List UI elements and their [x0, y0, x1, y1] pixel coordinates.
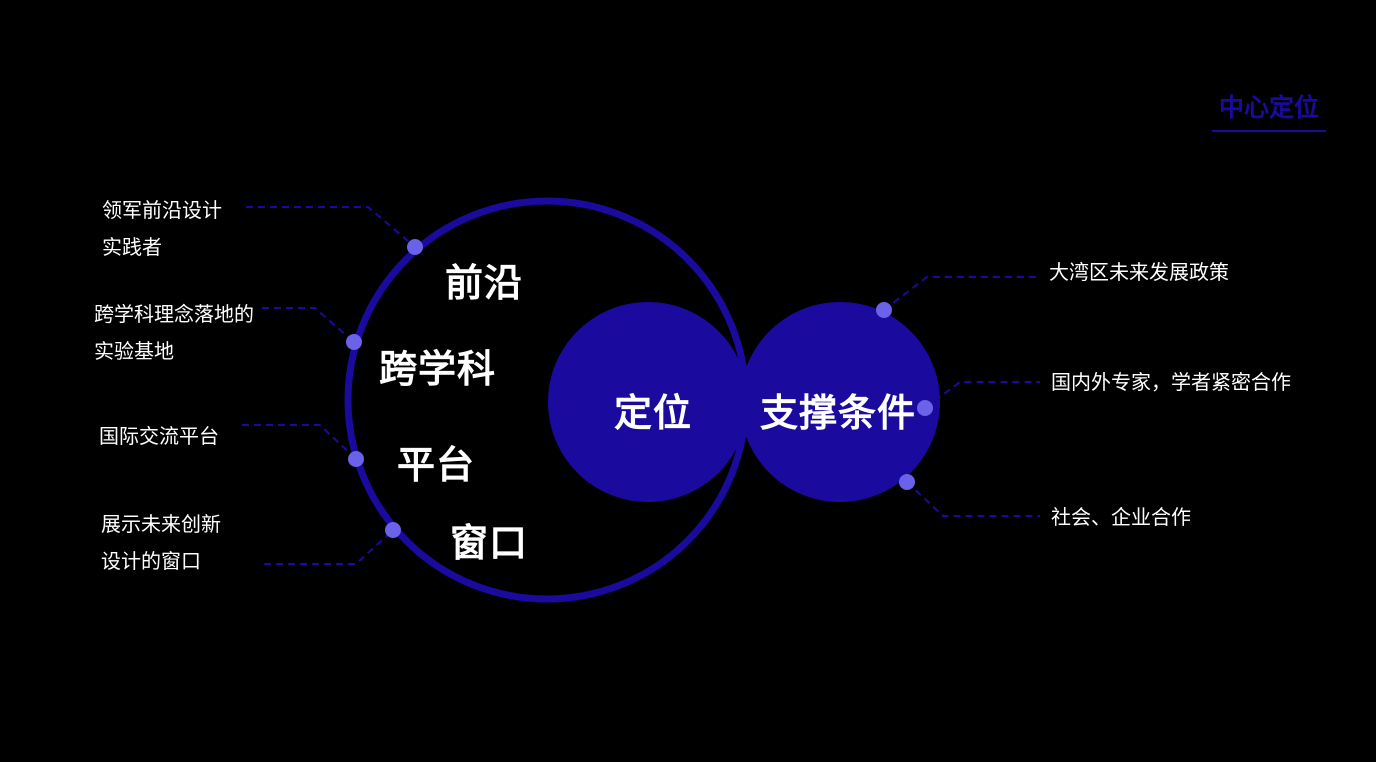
- left-item-line: 展示未来创新: [101, 512, 221, 536]
- left-item-line: 领军前沿设计: [102, 198, 222, 222]
- keyword-interdisciplinary: 跨学科: [379, 347, 497, 391]
- left-item-line: 国际交流平台: [99, 424, 219, 448]
- left-item-line: 跨学科理念落地的: [94, 302, 254, 326]
- connector-window: [264, 529, 394, 565]
- section-title: 中心定位: [1212, 88, 1326, 132]
- left-item-line: 实践者: [102, 235, 162, 259]
- left-item-window: 展示未来创新 设计的窗口: [101, 506, 221, 580]
- positioning-circle: [548, 302, 748, 502]
- positioning-label: 定位: [614, 391, 693, 435]
- dot-experts: [917, 400, 933, 416]
- dot-society: [899, 474, 915, 490]
- left-item-interdisciplinary: 跨学科理念落地的 实验基地: [94, 296, 254, 370]
- left-item-line: 设计的窗口: [101, 549, 201, 573]
- dot-policy: [876, 302, 892, 318]
- right-item-society: 社会、企业合作: [1051, 505, 1191, 529]
- dot-window: [385, 522, 401, 538]
- left-item-platform: 国际交流平台: [99, 418, 219, 455]
- connector-frontier: [246, 206, 416, 248]
- connector-society: [906, 481, 1040, 517]
- right-item-experts: 国内外专家，学者紧密合作: [1051, 370, 1291, 394]
- support-circle: [740, 302, 940, 502]
- left-item-frontier: 领军前沿设计 实践者: [102, 192, 222, 266]
- connector-platform: [242, 424, 357, 460]
- connector-policy: [883, 276, 1040, 311]
- connector-interdisciplinary: [262, 307, 355, 343]
- keyword-platform: 平台: [397, 443, 476, 487]
- dot-interdisciplinary: [346, 334, 362, 350]
- keyword-frontier: 前沿: [445, 261, 524, 305]
- dot-frontier: [407, 239, 423, 255]
- dot-platform: [348, 451, 364, 467]
- support-conditions-label: 支撑条件: [760, 391, 917, 435]
- left-item-line: 实验基地: [94, 339, 174, 363]
- right-item-policy: 大湾区未来发展政策: [1049, 260, 1229, 284]
- connector-experts: [924, 381, 1040, 409]
- keyword-window: 窗口: [450, 521, 529, 565]
